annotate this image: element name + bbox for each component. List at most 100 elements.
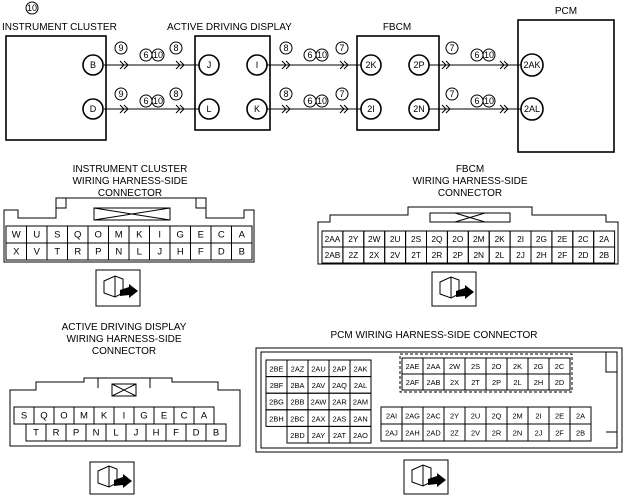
instrument-cluster-label: INSTRUMENT CLUSTER <box>2 22 117 33</box>
pcm-rtop-r1-cell: 2P <box>485 373 508 391</box>
svg-text:2BA: 2BA <box>291 381 305 390</box>
svg-text:A: A <box>201 411 208 422</box>
svg-text:S: S <box>54 230 60 241</box>
fbcm-connector-body <box>317 206 619 265</box>
svg-text:2W: 2W <box>368 234 381 244</box>
svg-text:2AK: 2AK <box>523 60 540 70</box>
svg-text:2BB: 2BB <box>291 398 305 407</box>
svg-text:D: D <box>90 104 97 114</box>
svg-text:2L: 2L <box>513 378 521 387</box>
pcm-left-r2-cell: 2BB <box>286 392 309 411</box>
ic-row1-cell: S <box>46 225 68 244</box>
ic-row2-cell: H <box>169 242 191 261</box>
pcm-rbot-r0-cell: 2AI <box>380 406 403 425</box>
add-row1-cell: E <box>153 406 175 425</box>
pcm-left-r3-cell: 2AS <box>328 409 351 427</box>
svg-text:2I: 2I <box>535 412 541 421</box>
svg-text:2Z: 2Z <box>450 429 459 438</box>
ic-row1-cell: Q <box>67 225 89 244</box>
ic-connector-view-icon <box>95 269 141 307</box>
svg-text:8: 8 <box>173 89 178 99</box>
add-row2-cell: D <box>185 423 207 442</box>
svg-text:2D: 2D <box>578 250 589 260</box>
pcm-rbot-r0-cell: 2Q <box>485 406 508 425</box>
pcm-rtop-r1-cell: 2AF <box>401 373 424 391</box>
svg-text:2AL: 2AL <box>524 104 540 114</box>
pcm-connector-title: PCM WIRING HARNESS-SIDE CONNECTOR <box>330 330 537 341</box>
add-row1-cell: K <box>93 406 115 425</box>
fbcm-row2-cell: 2V <box>384 246 407 264</box>
svg-text:2E: 2E <box>555 412 564 421</box>
fbcm-row1-cell: 2Q <box>426 230 448 248</box>
fbcm-row2-cell: 2X <box>363 246 386 264</box>
fbcm-row1-cell: 2I <box>509 230 532 248</box>
svg-text:T: T <box>33 428 39 439</box>
pcm-left-r1-cell: 2AV <box>307 376 330 394</box>
ic-row2-cell: J <box>149 242 171 261</box>
pcm-rbot-r1-cell: 2N <box>506 423 529 442</box>
pcm-connector-view-icon <box>403 459 449 495</box>
add-row1-cell: S <box>13 406 35 425</box>
svg-text:2S: 2S <box>411 234 422 244</box>
svg-text:6: 6 <box>474 96 479 106</box>
add-row2-cell: L <box>105 423 127 442</box>
svg-text:7: 7 <box>449 43 454 53</box>
terminal-add-j: J <box>198 54 220 76</box>
pcm-left-r1-cell: 2AL <box>349 376 372 394</box>
pcm-left-r3-cell: 2BC <box>286 409 309 427</box>
pcm-rbot-r1-cell: 2AD <box>422 423 445 442</box>
terminal-fbcm-2i: 2I <box>360 98 382 120</box>
pcm-rbot-r1-cell: 2Z <box>443 423 466 442</box>
ic-row2-cell: D <box>210 242 232 261</box>
ic-connector-body <box>3 197 255 263</box>
svg-text:H: H <box>153 428 160 439</box>
ic-row1-cell: E <box>190 225 212 244</box>
pcm-left-r0-cell: 2AP <box>328 359 351 378</box>
svg-text:2W: 2W <box>449 362 460 371</box>
svg-text:D: D <box>193 428 200 439</box>
svg-text:2AA: 2AA <box>325 234 341 244</box>
svg-text:2BE: 2BE <box>270 365 284 374</box>
svg-text:10: 10 <box>153 50 163 60</box>
svg-text:2BD: 2BD <box>290 431 304 440</box>
svg-text:2N: 2N <box>473 250 484 260</box>
svg-text:10: 10 <box>317 50 327 60</box>
svg-text:2B: 2B <box>576 429 585 438</box>
pcm-rtop-r0-cell: 2AE <box>401 357 424 375</box>
svg-text:X: X <box>13 247 20 258</box>
add-row2-cell: N <box>85 423 107 442</box>
fbcm-row2-cell: 2N <box>467 246 490 264</box>
svg-text:8: 8 <box>283 89 288 99</box>
svg-text:6: 6 <box>307 50 312 60</box>
svg-text:2AV: 2AV <box>312 381 325 390</box>
fbcm-row1-cell: 2A <box>593 230 616 248</box>
svg-text:2Y: 2Y <box>450 412 459 421</box>
svg-text:2AL: 2AL <box>354 381 367 390</box>
terminal-add-l: L <box>198 98 220 120</box>
ic-row1-cell: I <box>149 225 171 244</box>
add-row1-cell: A <box>193 406 215 425</box>
svg-text:2M: 2M <box>473 234 485 244</box>
ic-row1-cell: M <box>108 225 130 244</box>
pcm-left-r1-cell: 2AQ <box>328 376 351 394</box>
pcm-left-r2-cell: 2BG <box>265 392 288 411</box>
pcm-rbot-r1-cell: 2F <box>548 423 571 442</box>
svg-text:9: 9 <box>118 89 123 99</box>
svg-text:2P: 2P <box>413 60 424 70</box>
svg-text:H: H <box>177 247 184 258</box>
ic-row2-cell: V <box>26 242 48 261</box>
pcm-left-r4-cell: 2AO <box>349 425 372 444</box>
svg-text:2AU: 2AU <box>311 365 325 374</box>
ic-row1-cell: O <box>87 225 109 244</box>
svg-text:10: 10 <box>153 96 163 106</box>
add-row2-cell: B <box>205 423 227 442</box>
svg-text:7: 7 <box>339 43 344 53</box>
svg-text:B: B <box>90 60 96 70</box>
pcm-rbot-r0-cell: 2AG <box>401 406 424 425</box>
ic-row1-cell: W <box>5 225 27 244</box>
svg-text:2Z: 2Z <box>349 250 359 260</box>
fbcm-row1-cell: 2Y <box>342 230 365 248</box>
